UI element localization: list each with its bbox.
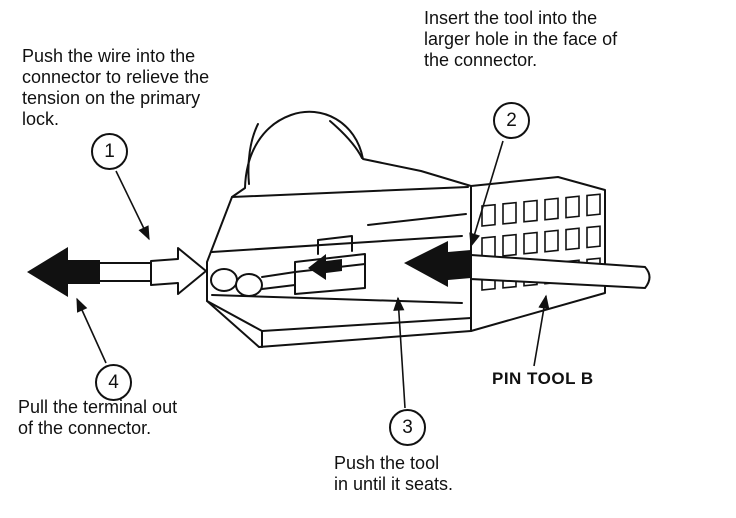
step2-note: Insert the tool into the larger hole in …: [424, 8, 618, 71]
pin-tool-leader: [533, 294, 550, 367]
lock-release-arrow-icon: [308, 254, 342, 280]
terminal-pull-arrow-icon: [27, 247, 100, 297]
pin-tool-label: PIN TOOL B: [492, 369, 594, 388]
leader-line-3: [393, 296, 406, 409]
wire-seal: [235, 273, 263, 297]
connector-body: [206, 110, 606, 348]
leader-line-1: [115, 170, 150, 241]
leader-line-4: [76, 297, 107, 364]
step1-note: Push the wire into the connector to reli…: [22, 46, 210, 130]
leader-line-2: [469, 140, 504, 248]
step4-note: Pull the terminal out of the connector.: [18, 397, 178, 439]
step3-note: Push the tool in until it seats.: [334, 453, 454, 495]
terminal-detail: [294, 253, 366, 295]
step2-badge: 2: [493, 102, 530, 139]
pin-tool-rod: [470, 253, 651, 290]
wire-seal: [210, 268, 238, 292]
wire: [100, 262, 151, 282]
step4-badge: 4: [95, 364, 132, 401]
tool-tip-arrow-icon: [404, 241, 471, 287]
step1-badge: 1: [91, 133, 128, 170]
leader-lines: [76, 140, 550, 409]
wire-push-arrow-icon: [150, 247, 207, 295]
step3-badge: 3: [389, 409, 426, 446]
